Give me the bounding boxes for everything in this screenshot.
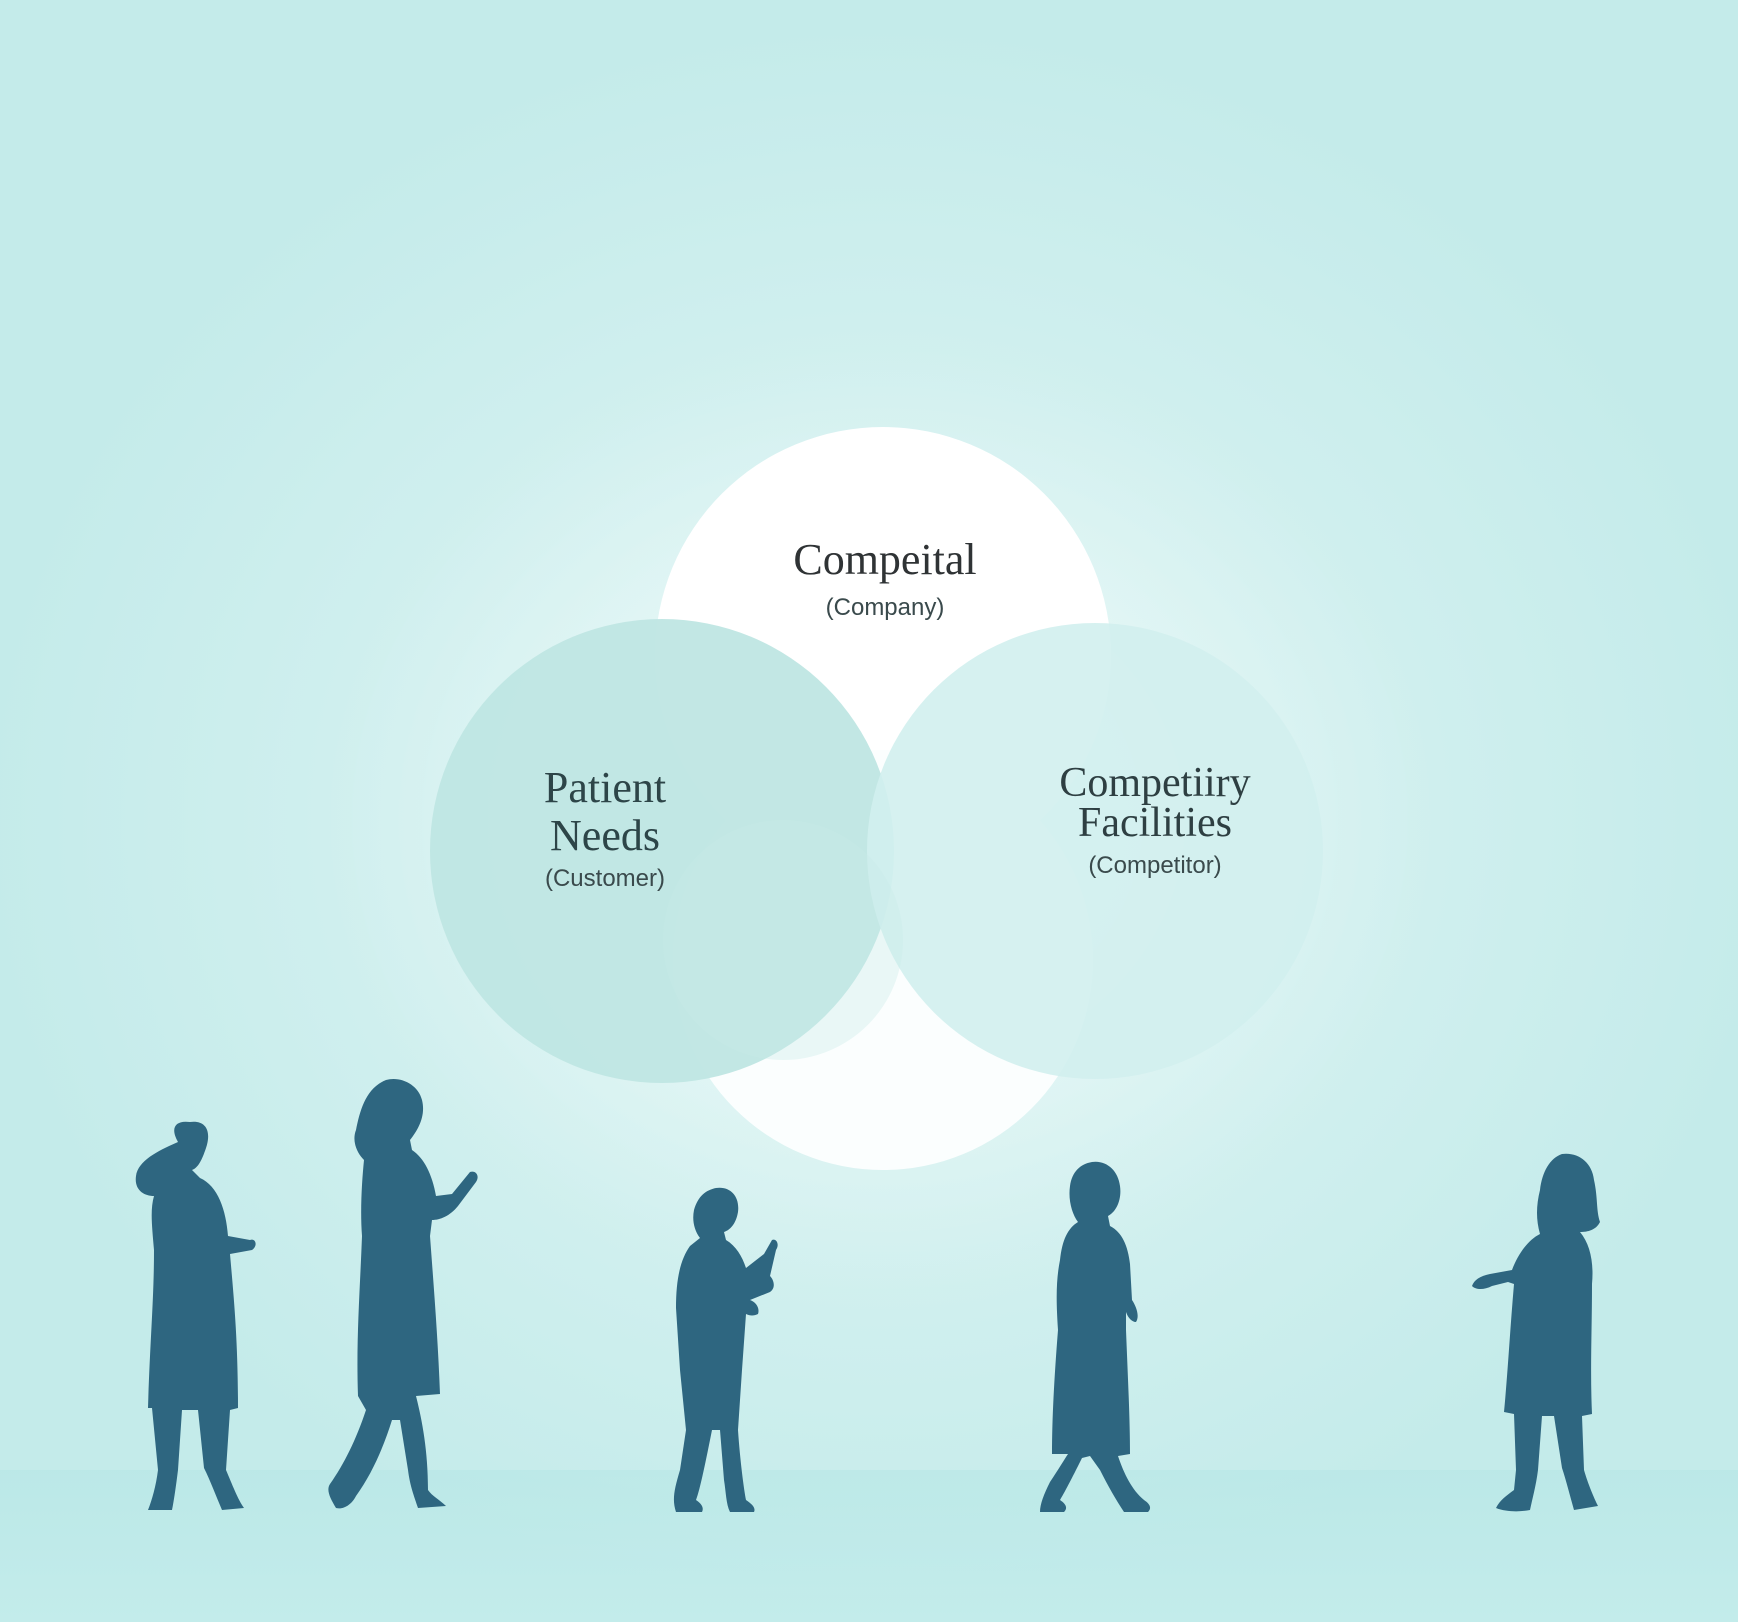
circle-customer	[430, 619, 894, 1083]
circle-competitor-label: Competiiry Facilities (Competitor)	[1005, 760, 1305, 880]
person-woman-gesturing	[135, 1121, 256, 1510]
circle-competitor	[867, 623, 1323, 1079]
person-woman-gesturing-right	[1472, 1153, 1600, 1512]
circle-customer-title: Patient Needs	[543, 763, 667, 861]
circle-competitor-subtitle: (Competitor)	[1088, 851, 1222, 879]
circle-company-label: Compeital (Company)	[735, 535, 1035, 622]
person-man-with-tablet	[673, 1187, 778, 1512]
circle-competitor-title: Competiiry Facilities	[1059, 760, 1251, 846]
circle-customer-label: Patient Needs (Customer)	[480, 763, 730, 893]
circle-company-subtitle: (Company)	[825, 594, 945, 622]
circle-customer-subtitle: (Customer)	[544, 864, 665, 892]
person-woman-with-phone	[328, 1078, 478, 1509]
floor-band	[0, 1470, 1738, 1622]
circle-company-title: Compeital	[793, 535, 977, 584]
person-woman-walking	[1040, 1161, 1151, 1512]
overlap-shade	[663, 820, 903, 1060]
